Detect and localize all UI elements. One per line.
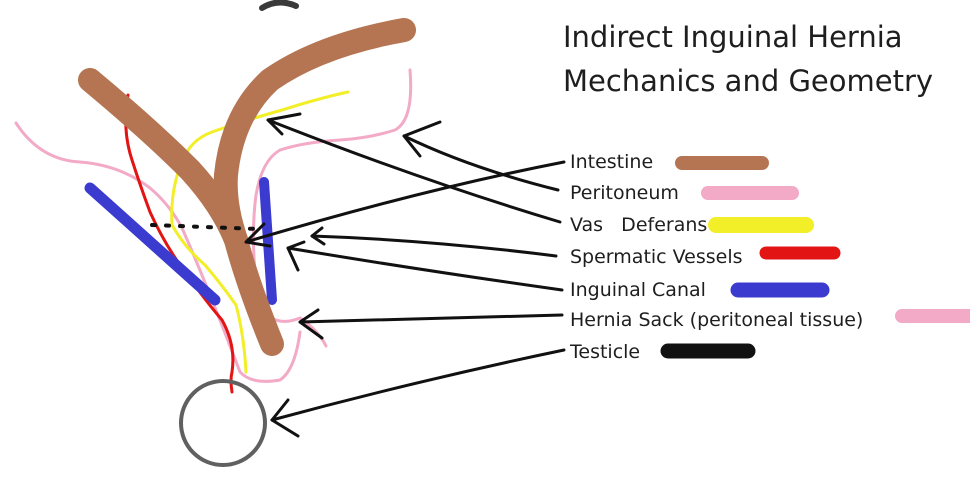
testicle-circle <box>179 379 267 467</box>
deep-ring-dotted-line <box>150 223 260 231</box>
arrowhead-testicle <box>270 398 300 438</box>
legend-label-testicle: Testicle <box>570 341 641 363</box>
arrow-inguinal-canal <box>286 246 564 292</box>
arrowhead-intestine <box>244 222 272 248</box>
arrowhead-spermatic-vessels <box>310 226 326 246</box>
arrow-hernia-sack <box>298 313 564 324</box>
arrow-intestine <box>244 160 566 244</box>
legend-label-inguinal-canal: Inguinal Canal <box>570 279 706 301</box>
top-edge-stroke <box>259 0 299 11</box>
legend-label-vas-deferens: Vas Deferans <box>570 214 708 236</box>
arrow-testicle <box>270 348 566 422</box>
peritoneum-line-right <box>251 68 413 348</box>
legend-swatches <box>660 156 970 359</box>
arrowhead-peritoneum <box>402 120 442 158</box>
vas-deferens-line <box>170 90 350 374</box>
legend-label-hernia-sack: Hernia Sack (peritoneal tissue) <box>570 309 864 331</box>
legend-label-spermatic-vessels: Spermatic Vessels <box>570 246 743 268</box>
arrowhead-hernia-sack <box>298 308 324 340</box>
arrowhead-inguinal-canal <box>286 240 306 272</box>
arrowhead-vas-deferens <box>266 112 302 136</box>
arrow-peritoneum <box>402 134 560 192</box>
pointer-arrows <box>244 112 566 438</box>
intestine-branch <box>213 18 416 252</box>
inguinal-canal-left-wall <box>84 182 221 306</box>
title-line-1: Indirect Inguinal Hernia <box>563 20 903 54</box>
inguinal-canal-right-wall <box>259 177 277 305</box>
legend-label-peritoneum: Peritoneum <box>570 182 679 204</box>
legend-label-intestine: Intestine <box>570 151 654 173</box>
arrow-spermatic-vessels <box>310 234 558 258</box>
arrow-vas-deferens <box>266 118 562 224</box>
title-line-2: Mechanics and Geometry <box>563 64 934 98</box>
